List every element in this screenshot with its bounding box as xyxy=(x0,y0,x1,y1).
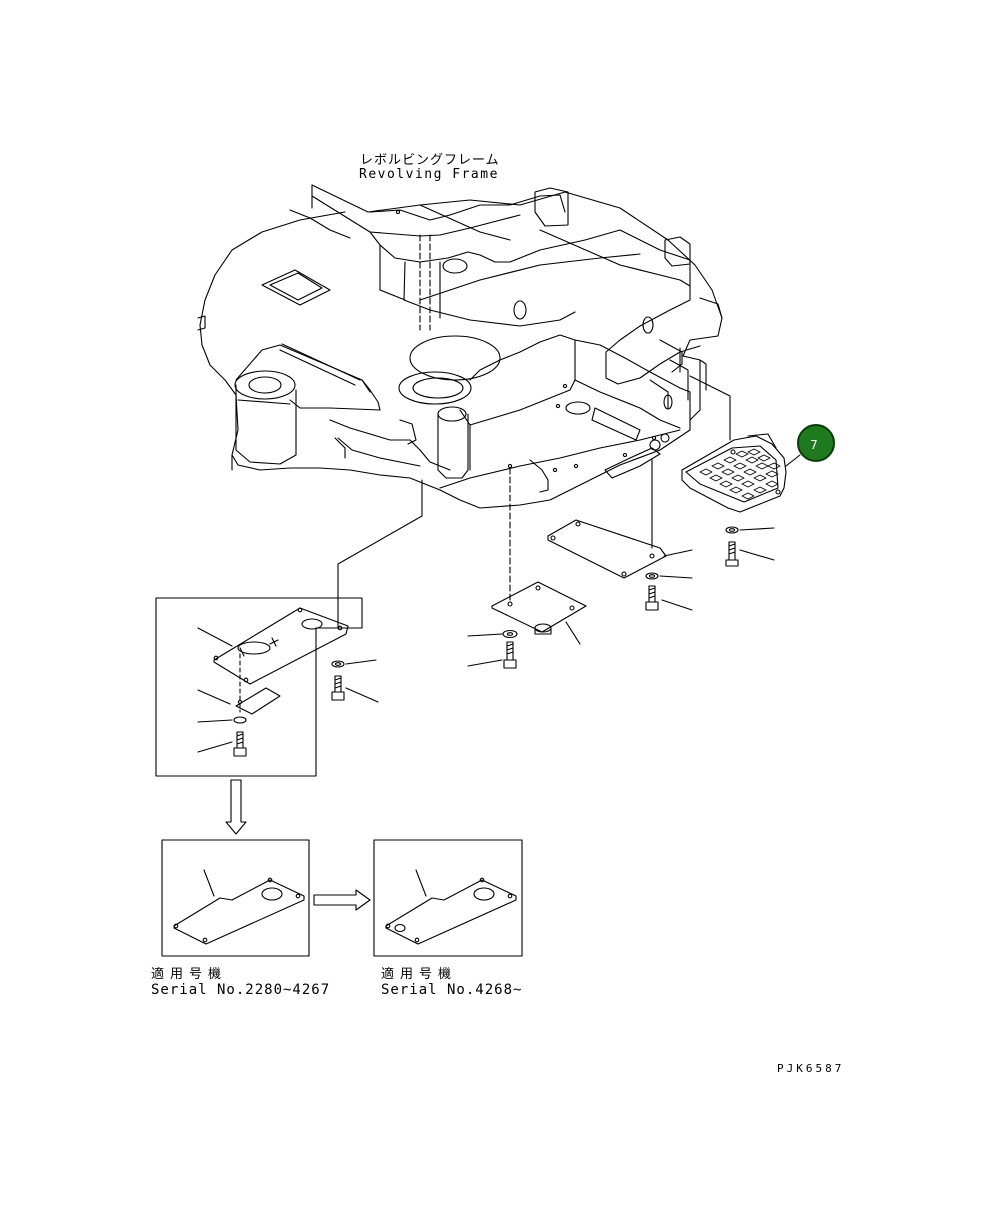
serial-range-1-japanese: 適用号機 xyxy=(151,967,228,982)
detail-box-left xyxy=(155,597,363,777)
serial-range-2-english: Serial No.4268~ xyxy=(381,982,523,998)
leader-lines xyxy=(337,375,731,629)
grating-step-plate xyxy=(681,433,801,513)
part-callout-7[interactable]: 7 xyxy=(797,424,835,462)
revolving-frame-drawing xyxy=(197,184,723,509)
washer-bolt-mid-right xyxy=(645,572,693,611)
serial-range-2-japanese: 適用号機 xyxy=(381,967,458,982)
serial-range-1-english: Serial No.2280~4267 xyxy=(151,982,331,998)
washer-bolt-right xyxy=(725,526,775,567)
cover-plate-center xyxy=(491,581,587,645)
revolving-frame-label-japanese: レボルビングフレーム xyxy=(360,153,500,168)
detail-box-serial-4268 xyxy=(373,839,523,957)
detail-box-serial-2280-4267 xyxy=(161,839,310,957)
down-arrow-icon xyxy=(225,779,247,835)
drawing-number: PJK6587 xyxy=(777,1062,845,1075)
part-callout-number: 7 xyxy=(810,438,818,452)
cover-plate-mid-right xyxy=(547,519,693,579)
right-arrow-icon xyxy=(313,889,371,911)
revolving-frame-label-english: Revolving Frame xyxy=(359,167,499,182)
washer-bolt-center xyxy=(467,629,518,669)
washer-bolt-left xyxy=(331,659,379,703)
